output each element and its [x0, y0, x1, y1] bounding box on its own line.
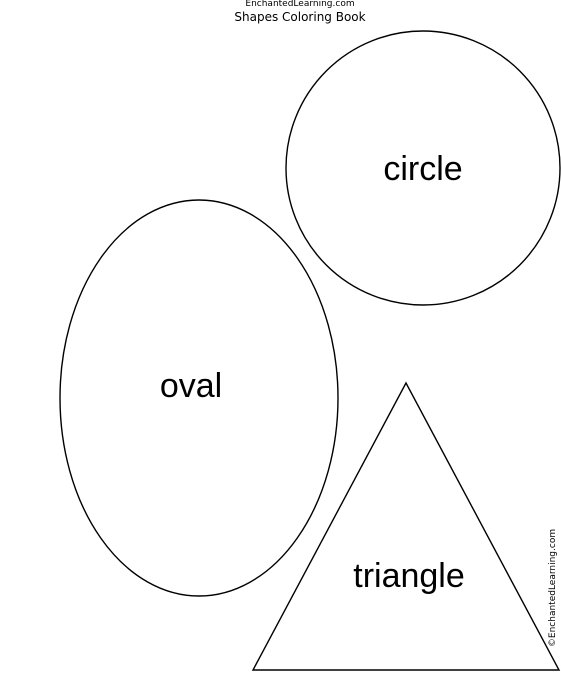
site-name: EnchantedLearning.com — [245, 0, 355, 9]
triangle-label: triangle — [353, 557, 465, 595]
circle-shape — [285, 30, 561, 306]
page-title: Shapes Coloring Book — [234, 10, 366, 24]
circle-label: circle — [383, 150, 463, 188]
copyright-notice: ©EnchantedLearning.com — [548, 528, 558, 648]
triangle-shape — [251, 381, 561, 671]
oval-label: oval — [159, 367, 223, 405]
oval-shape — [59, 199, 339, 597]
